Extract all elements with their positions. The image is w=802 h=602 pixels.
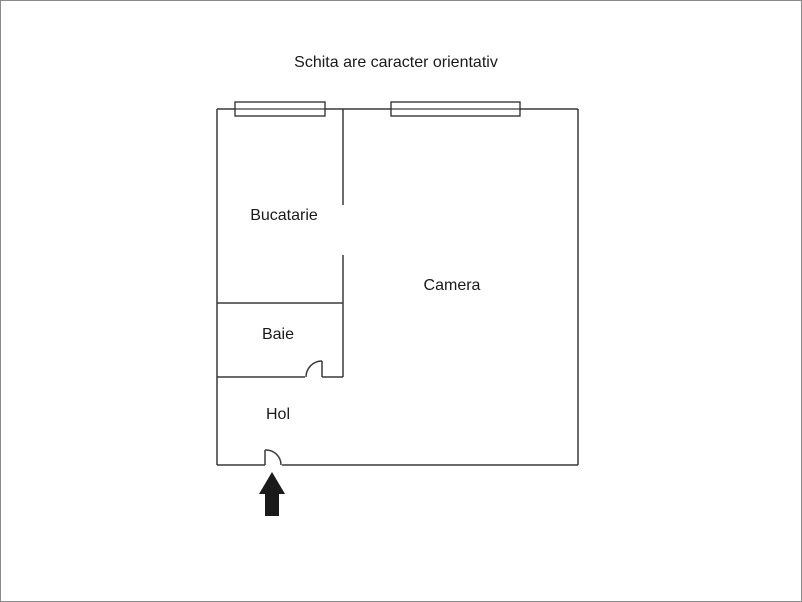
room-label-hol: Hol [265,406,291,423]
entrance-door-swing-icon [264,449,282,466]
entrance-arrow-icon [259,472,285,516]
room-label-baie: Baie [261,326,295,343]
room-label-camera: Camera [423,277,481,294]
sketch-disclaimer-title: Schita are caracter orientativ [294,54,498,71]
bathroom-door-swing-icon [305,360,323,378]
room-label-bucatarie: Bucatarie [250,207,318,224]
